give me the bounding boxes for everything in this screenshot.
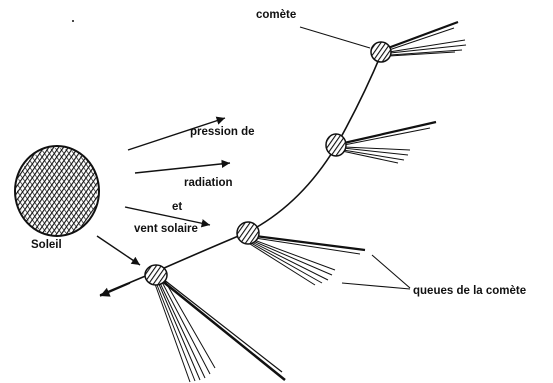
pressure-label-line1: pression de [190, 127, 255, 139]
comet-nucleus-4 [371, 22, 466, 62]
comet-tail-4 [388, 22, 466, 56]
and-label: et [172, 202, 182, 214]
comet-label: comète [256, 10, 296, 22]
comet-orbit [100, 52, 382, 295]
orbit-direction-arrow [100, 283, 130, 296]
comet-tail-2 [250, 236, 365, 285]
radiation-arrow-4 [97, 236, 140, 265]
sun-label: Soleil [31, 240, 62, 252]
sun [15, 146, 99, 236]
tails-label: queues de la comète [413, 286, 526, 298]
solar-wind-label: vent solaire [134, 224, 198, 236]
comet-leader-line [300, 27, 370, 48]
comet-nucleus-3 [326, 122, 436, 163]
comet-nucleus-1 [145, 265, 285, 382]
speck [72, 20, 74, 22]
comet-tail-3 [342, 122, 436, 163]
comet-nucleus-2 [237, 222, 365, 285]
radiation-arrow-2 [135, 163, 230, 173]
tails-leader-lines [342, 255, 410, 289]
pressure-label-line2: radiation [184, 178, 233, 190]
comet-tail-1 [155, 279, 285, 382]
